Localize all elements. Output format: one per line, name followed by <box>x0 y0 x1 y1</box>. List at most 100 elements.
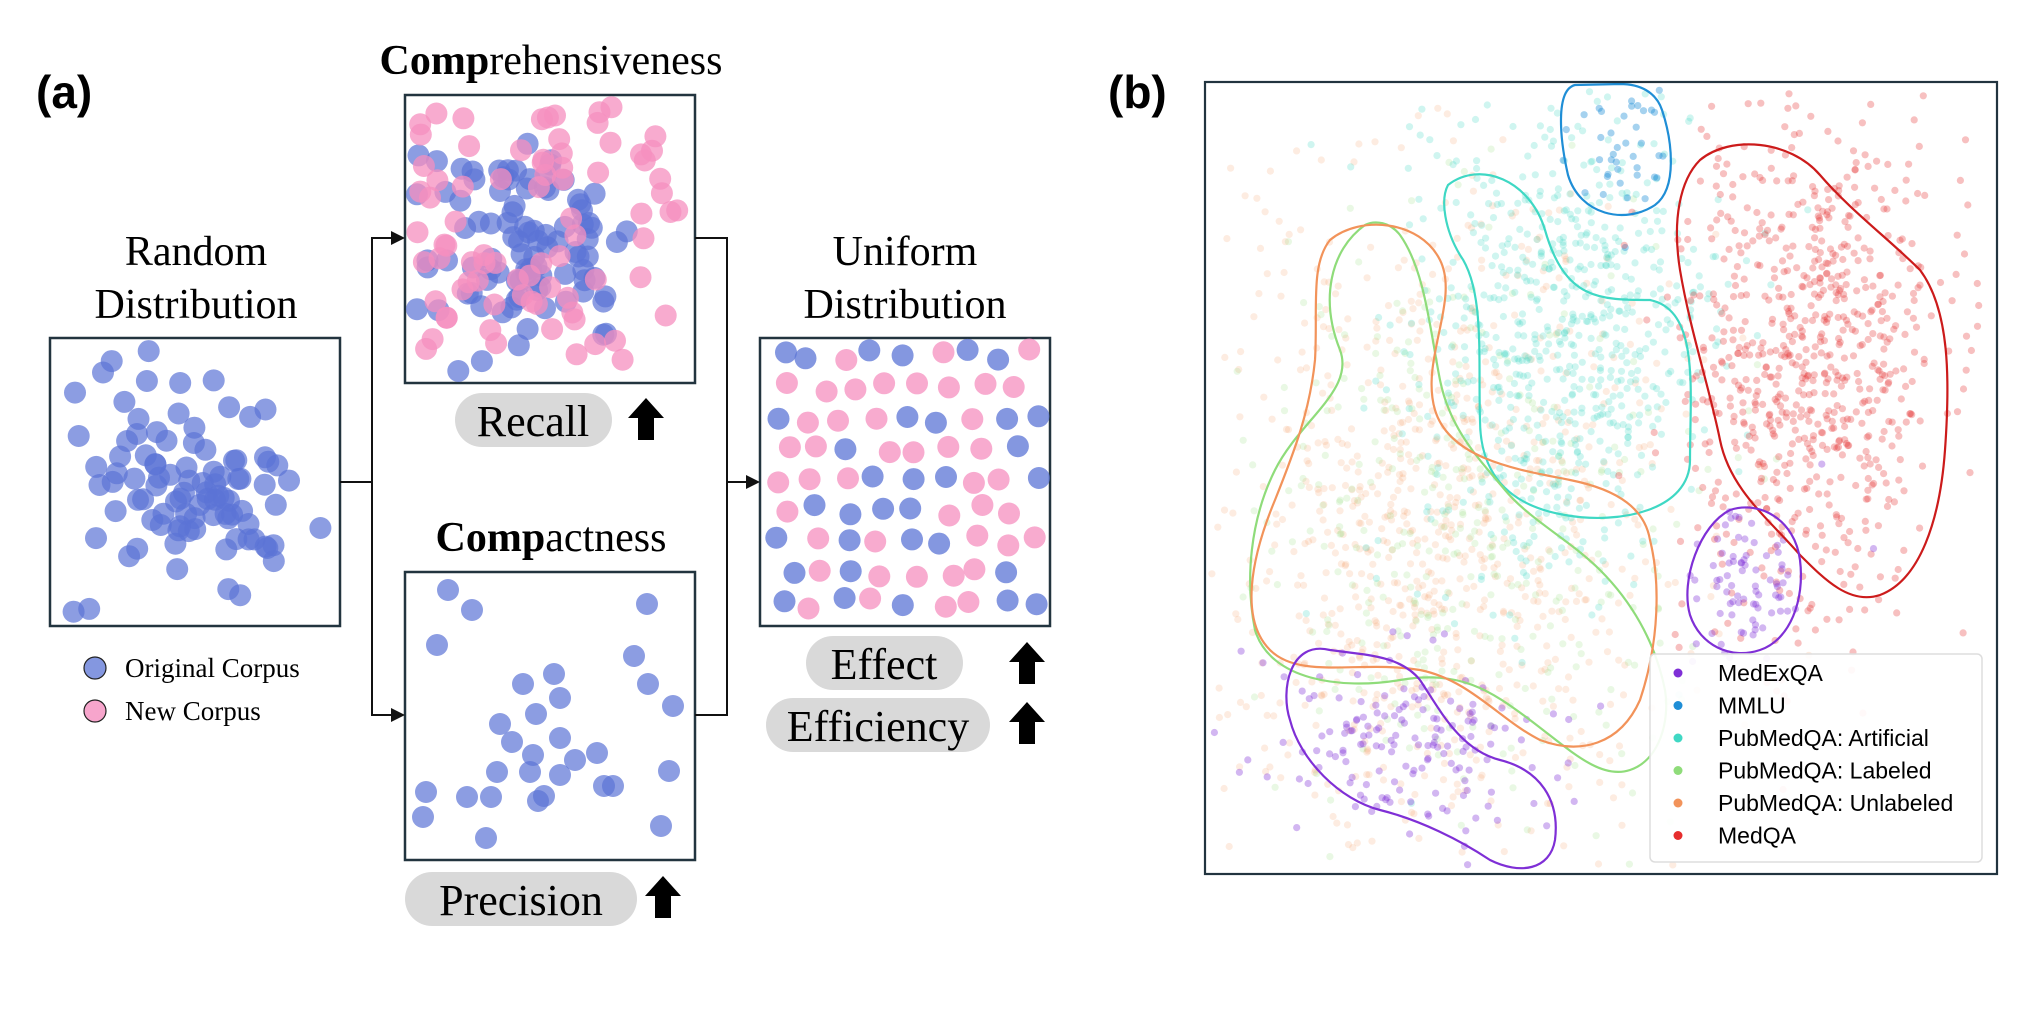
tsne-point <box>1822 379 1830 387</box>
tsne-point <box>1252 584 1260 593</box>
tsne-point <box>1802 375 1810 383</box>
tsne-point <box>1667 505 1675 513</box>
tsne-point <box>1343 464 1351 472</box>
tsne-point <box>1623 384 1631 392</box>
tsne-point <box>1469 718 1477 726</box>
tsne-point <box>1432 577 1440 585</box>
new-corpus-dot <box>563 308 586 331</box>
tsne-point <box>1619 421 1627 429</box>
tsne-point <box>1513 392 1521 400</box>
tsne-point <box>1830 390 1838 398</box>
tsne-point <box>1614 165 1622 173</box>
tsne-point <box>1320 542 1328 550</box>
tsne-point <box>1444 389 1452 397</box>
tsne-point <box>1556 235 1564 244</box>
tsne-point <box>1225 842 1233 851</box>
tsne-point <box>1328 609 1336 618</box>
tsne-point <box>1791 426 1799 434</box>
tsne-point <box>1798 363 1806 371</box>
tsne-point <box>1704 295 1712 303</box>
tsne-point <box>1648 463 1657 471</box>
tsne-point <box>1622 139 1630 147</box>
tsne-point <box>1787 290 1795 299</box>
tsne-point <box>1506 390 1514 399</box>
tsne-point <box>1484 498 1492 506</box>
tsne-point <box>1416 327 1424 335</box>
new-corpus-dot <box>961 408 984 431</box>
tsne-point <box>1906 265 1914 273</box>
tsne-point <box>1592 404 1600 412</box>
tsne-point <box>1544 326 1552 334</box>
tsne-point <box>1595 156 1604 164</box>
tsne-point <box>1467 732 1475 741</box>
tsne-point <box>1388 404 1396 412</box>
tsne-point <box>1709 363 1718 371</box>
tsne-point <box>1490 534 1498 542</box>
original-corpus-dot <box>507 334 530 357</box>
tsne-point <box>1642 345 1650 353</box>
tsne-point <box>1351 582 1359 590</box>
tsne-point <box>1890 498 1898 506</box>
contour-medexqa-right <box>1686 506 1802 655</box>
tsne-point <box>1768 315 1777 323</box>
tsne-point <box>1597 296 1605 305</box>
tsne-point <box>1552 597 1560 605</box>
tsne-point <box>1735 533 1743 541</box>
tsne-point <box>1560 297 1568 305</box>
original-corpus-dot <box>778 436 801 459</box>
tsne-point <box>1323 407 1331 415</box>
tsne-point <box>1374 472 1382 480</box>
tsne-point <box>1712 182 1720 190</box>
tsne-point <box>1597 702 1605 710</box>
tsne-point <box>1490 322 1498 330</box>
tsne-point <box>1473 164 1481 173</box>
tsne-point <box>1536 405 1544 413</box>
tsne-point <box>1340 374 1348 382</box>
tsne-point <box>1426 298 1434 306</box>
tsne-point <box>1383 794 1391 802</box>
tsne-point <box>1395 316 1403 324</box>
tsne-point <box>1748 423 1756 431</box>
tsne-point <box>1472 395 1480 403</box>
tsne-point <box>1627 369 1636 378</box>
original-corpus-dot <box>67 425 90 447</box>
tsne-point <box>1689 348 1697 356</box>
compactness-box <box>403 570 697 862</box>
tsne-point <box>1450 437 1458 445</box>
efficiency-up-arrow-icon <box>1009 702 1045 744</box>
tsne-point <box>1621 455 1629 464</box>
tsne-point <box>1403 571 1411 579</box>
tsne-point <box>1373 579 1381 587</box>
tsne-point <box>1382 796 1390 804</box>
tsne-point <box>1555 274 1563 282</box>
tsne-point <box>1424 611 1433 619</box>
tsne-point <box>1597 262 1605 270</box>
tsne-point <box>1568 215 1576 223</box>
tsne-point <box>1485 493 1493 501</box>
tsne-point <box>1562 126 1570 134</box>
tsne-point <box>1403 520 1411 528</box>
tsne-point <box>1407 485 1415 493</box>
tsne-point <box>1733 263 1741 271</box>
tsne-point <box>1431 519 1439 527</box>
tsne-point <box>1327 541 1335 550</box>
tsne-point <box>1797 413 1805 421</box>
tsne-point <box>1483 756 1491 764</box>
tsne-point <box>1864 474 1872 483</box>
tsne-point <box>1842 439 1851 448</box>
tsne-point <box>1660 150 1668 158</box>
tsne-point <box>1367 478 1375 486</box>
tsne-point <box>1781 353 1789 361</box>
tsne-point <box>1405 397 1413 405</box>
tsne-point <box>1749 237 1757 245</box>
tsne-point <box>1662 326 1670 334</box>
tsne-point <box>1647 106 1656 114</box>
tsne-point <box>1571 436 1579 444</box>
tsne-point <box>1407 297 1415 305</box>
tsne-point <box>1452 377 1460 385</box>
tsne-point <box>1539 697 1547 705</box>
original-corpus-dot <box>262 550 285 573</box>
tsne-point <box>1570 383 1578 391</box>
tsne-point <box>1367 604 1375 612</box>
tsne-point <box>1805 243 1813 251</box>
